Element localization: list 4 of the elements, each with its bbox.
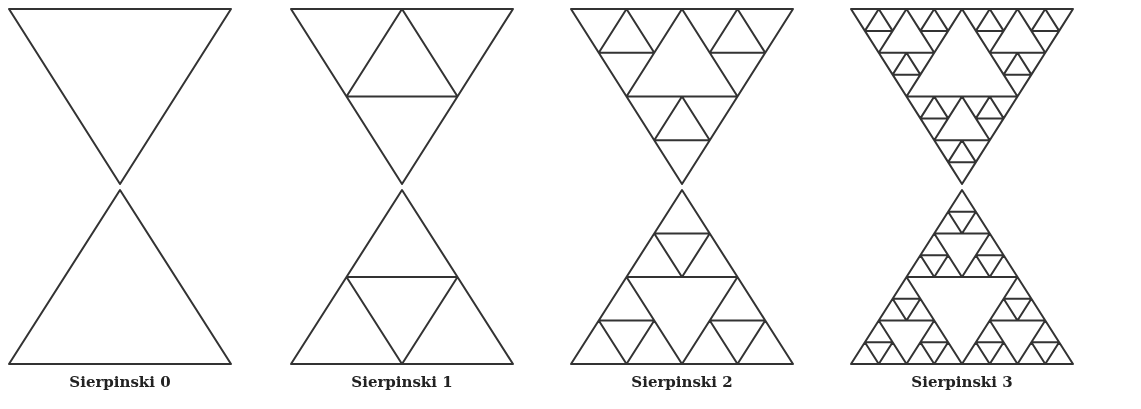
caption: Sierpinski 1 — [351, 373, 453, 391]
caption: Sierpinski 0 — [69, 373, 171, 391]
caption: Sierpinski 3 — [911, 373, 1013, 391]
caption: Sierpinski 2 — [631, 373, 733, 391]
